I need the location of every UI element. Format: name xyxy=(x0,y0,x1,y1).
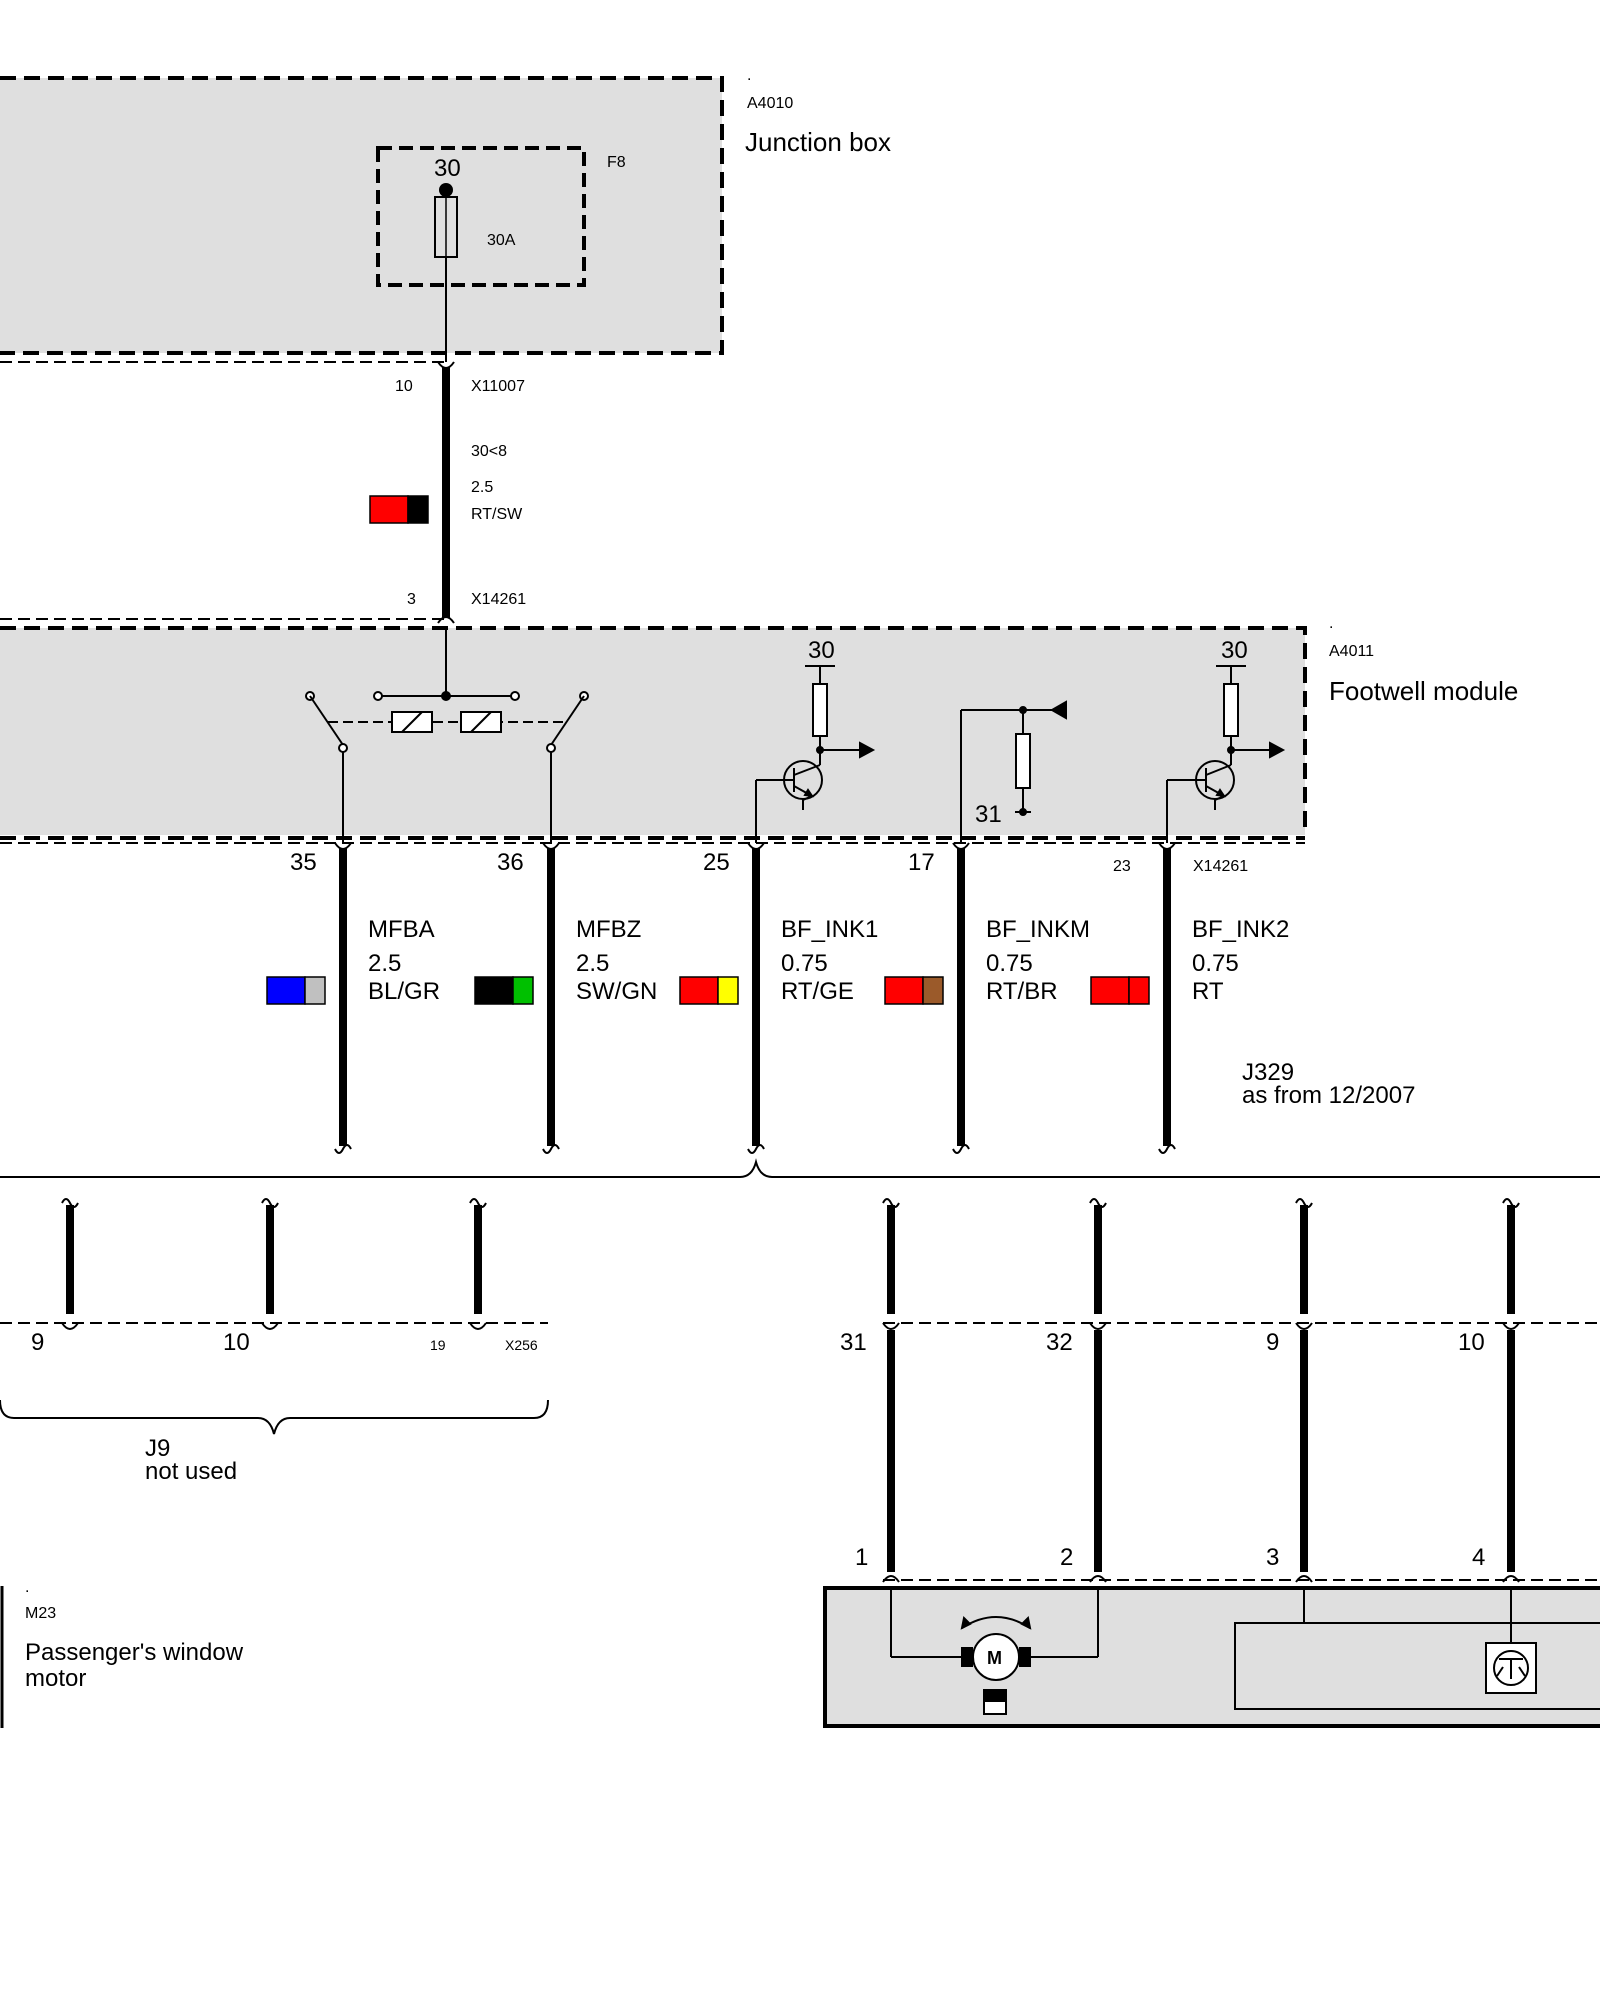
fm-wire-pin: 25 xyxy=(703,849,730,876)
motor-name-line1: Passenger's window xyxy=(25,1639,244,1666)
motor-pin-2: 2 xyxy=(1060,1544,1073,1571)
motor-pin-1: 1 xyxy=(855,1544,868,1571)
pullup-resistor: 31 xyxy=(960,700,1067,843)
fm-wire-signal: MFBA xyxy=(368,916,435,943)
fuse-f8: F8 30 30A xyxy=(376,146,626,287)
supply-size: 2.5 xyxy=(471,479,493,496)
supply-circuit: 30<8 xyxy=(471,443,507,460)
fm-wire-pin: 23 xyxy=(1113,858,1131,875)
fm-wire-pin: 17 xyxy=(908,849,935,876)
j9-variant: 9 10 19 X256 J9 not used xyxy=(0,1198,549,1485)
j329-id: J329 xyxy=(1242,1059,1294,1086)
j9-pin-3: 19 xyxy=(430,1337,446,1353)
fm-wire-color: RT xyxy=(1192,978,1224,1005)
fm-wire-pin: 36 xyxy=(497,849,524,876)
transistor-2-terminal: 30 xyxy=(1221,637,1248,664)
junction-box-name: Junction box xyxy=(745,127,891,157)
fm-wire-color: SW/GN xyxy=(576,978,657,1005)
j329-variant: 31 32 9 10 1 2 3 4 xyxy=(840,1198,1600,1583)
fm-wire-break xyxy=(334,1144,352,1154)
fm-wire-size: 2.5 xyxy=(576,950,609,977)
j9-id: J9 xyxy=(145,1435,170,1462)
j9-connector: X256 xyxy=(505,1337,538,1353)
transistor-1-terminal: 30 xyxy=(808,637,835,664)
j329-note: as from 12/2007 xyxy=(1242,1082,1415,1109)
fm-wire-size: 2.5 xyxy=(368,950,401,977)
j9-note: not used xyxy=(145,1458,237,1485)
fm-wire-signal: BF_INKM xyxy=(986,916,1090,943)
transistor-2: 30 xyxy=(1166,637,1286,843)
j9-pin-2: 10 xyxy=(223,1329,250,1356)
footwell-output-wires: 35MFBA2.5BL/GR36MFBZ2.5SW/GN25BF_INK10.7… xyxy=(266,842,1289,1154)
fuse-rating: 30A xyxy=(487,232,516,249)
motor-name-line2: motor xyxy=(25,1665,86,1692)
fm-wire-break xyxy=(747,1144,765,1154)
footwell-module-name: Footwell module xyxy=(1329,676,1518,706)
fuse-terminal: 30 xyxy=(434,155,461,182)
fm-wire-swatch-secondary xyxy=(1128,976,1150,1005)
fm-wire-swatch-primary xyxy=(1090,976,1130,1005)
fm-wire-color: RT/BR xyxy=(986,978,1058,1005)
fm-wire-size: 0.75 xyxy=(781,950,828,977)
motor-code: M23 xyxy=(25,1605,56,1622)
j9-pin-1: 9 xyxy=(31,1329,44,1356)
fm-wire-swatch-secondary xyxy=(304,976,326,1005)
fm-wire-swatch-secondary xyxy=(922,976,944,1005)
motor-dot: . xyxy=(25,1579,29,1596)
footwell-module-dot: . xyxy=(1329,615,1333,632)
junction-box-code: A4010 xyxy=(747,95,793,112)
fm-wire-swatch-secondary xyxy=(717,976,739,1005)
j329-pin-2: 32 xyxy=(1046,1329,1073,1356)
variant-brace xyxy=(0,1158,1600,1178)
junction-box: . A4010 Junction box F8 30 30A xyxy=(0,67,891,363)
fm-wire-signal: BF_INK2 xyxy=(1192,916,1289,943)
junction-box-dot: . xyxy=(747,67,751,84)
motor-pin-4: 4 xyxy=(1472,1544,1485,1571)
supply-top-pin: 10 xyxy=(395,378,413,395)
relay-switches xyxy=(305,628,589,843)
fm-wire-break xyxy=(542,1144,560,1154)
fm-wire-swatch-primary xyxy=(266,976,306,1005)
j329-pin-1: 31 xyxy=(840,1329,867,1356)
fm-wire-signal: MFBZ xyxy=(576,916,641,943)
j329-pin-4: 10 xyxy=(1458,1329,1485,1356)
supply-color-swatch xyxy=(369,495,429,524)
supply-top-connector: X11007 xyxy=(471,378,525,395)
supply-bottom-connector: X14261 xyxy=(471,591,526,608)
fm-connector: X14261 xyxy=(1193,858,1248,875)
j9-brace xyxy=(0,1399,549,1435)
window-motor: . M23 Passenger's window motor xyxy=(0,1579,1600,1728)
ground-terminal: 31 xyxy=(975,801,1002,828)
fm-wire-swatch-primary xyxy=(884,976,924,1005)
footwell-module-code: A4011 xyxy=(1329,643,1374,660)
motor-symbol: M xyxy=(987,1648,1002,1668)
fm-wire-color: BL/GR xyxy=(368,978,440,1005)
fm-wire-swatch-primary xyxy=(474,976,514,1005)
fm-wire-swatch-primary xyxy=(679,976,719,1005)
fm-wire-color: RT/GE xyxy=(781,978,854,1005)
fuse-id: F8 xyxy=(607,154,626,171)
footwell-module: . A4011 Footwell module 30 xyxy=(0,615,1518,844)
transistor-1: 30 xyxy=(755,637,876,843)
fm-wire-swatch-secondary xyxy=(512,976,534,1005)
fm-wire-signal: BF_INK1 xyxy=(781,916,878,943)
fm-wire-size: 0.75 xyxy=(986,950,1033,977)
fm-wire-size: 0.75 xyxy=(1192,950,1239,977)
j329-pin-3: 9 xyxy=(1266,1329,1279,1356)
fm-wire-pin: 35 xyxy=(290,849,317,876)
fm-wire-break xyxy=(952,1144,970,1154)
supply-bottom-pin: 3 xyxy=(407,591,416,608)
supply-wire: 10 X11007 30<8 2.5 RT/SW 3 X14261 xyxy=(369,361,526,624)
fm-wire-break xyxy=(1158,1144,1176,1154)
supply-color: RT/SW xyxy=(471,506,523,523)
motor-pin-3: 3 xyxy=(1266,1544,1279,1571)
